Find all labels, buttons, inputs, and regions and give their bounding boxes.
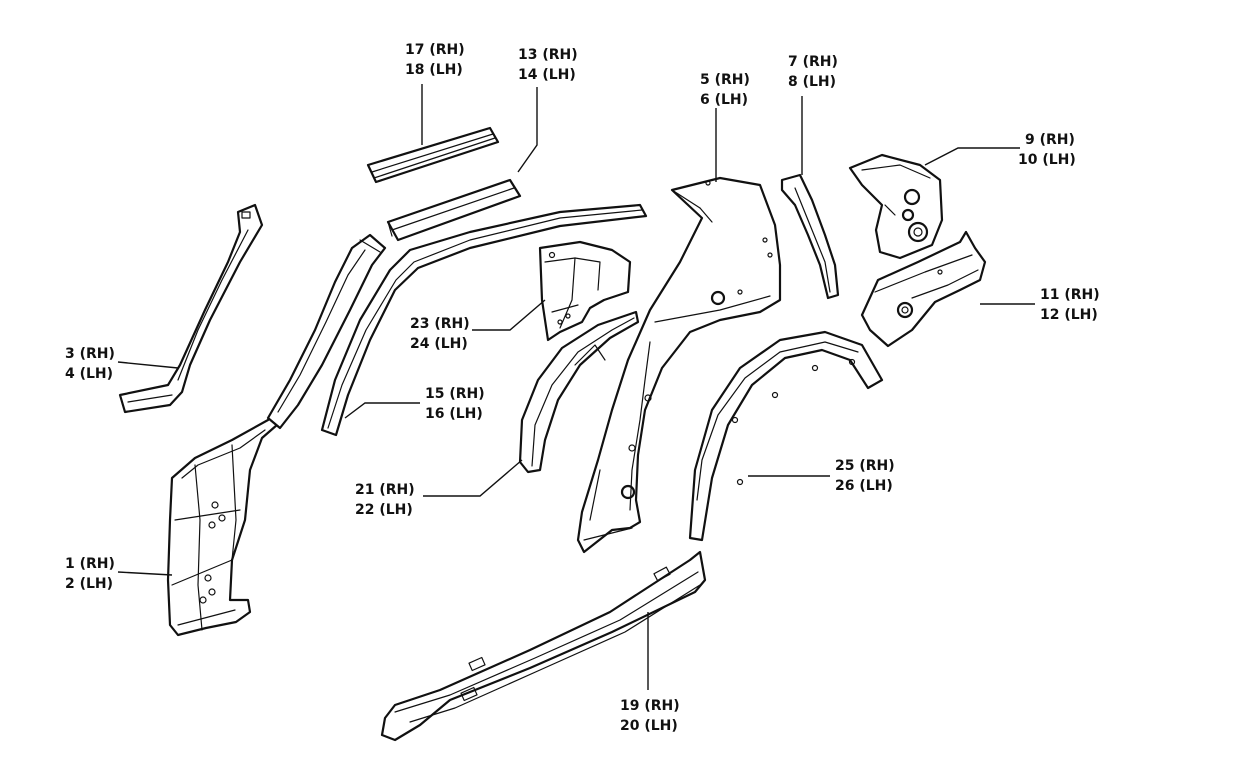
part-wheel-arch-inner (518, 310, 640, 474)
part-rear-panel-bracket (848, 153, 944, 260)
part-side-sill (380, 550, 707, 742)
callout-4-lh: 4 (LH) (65, 366, 113, 382)
callout-17-rh: 17 (RH) (405, 42, 465, 58)
callout-25-26: 25 (RH) 26 (LH) (835, 458, 895, 494)
callout-6-lh: 6 (LH) (700, 92, 748, 108)
callout-18-lh: 18 (LH) (405, 62, 463, 78)
part-rear-pillar-narrow (780, 173, 840, 300)
callout-5-6: 5 (RH) 6 (LH) (700, 72, 750, 108)
callout-12-lh: 12 (LH) (1040, 307, 1098, 323)
part-roof-rail-upper (366, 126, 500, 184)
leader-23 (472, 299, 546, 331)
callout-15-rh: 15 (RH) (425, 386, 485, 402)
part-quarter-panel-outer (576, 176, 782, 554)
leader-3 (117, 361, 179, 369)
leader-15 (344, 402, 420, 419)
callout-7-8: 7 (RH) 8 (LH) (788, 54, 838, 90)
callout-25-rh: 25 (RH) (835, 458, 895, 474)
callout-13-rh: 13 (RH) (518, 47, 578, 63)
leader-1 (117, 571, 173, 576)
part-rear-roof-side-rail (320, 203, 648, 437)
leader-13 (517, 87, 538, 173)
callout-11-12: 11 (RH) 12 (LH) (1040, 287, 1100, 323)
part-windshield-pillar (118, 203, 264, 414)
callout-10-lh: 10 (LH) (1018, 152, 1076, 168)
callout-24-lh: 24 (LH) (410, 336, 468, 352)
leader-lines (117, 84, 1035, 690)
callout-22-lh: 22 (LH) (355, 502, 413, 518)
callout-9-rh: 9 (RH) (1025, 132, 1075, 148)
callout-21-22: 21 (RH) 22 (LH) (355, 482, 415, 518)
part-rear-floor-side-member (860, 230, 987, 348)
callout-7-rh: 7 (RH) (788, 54, 838, 70)
callout-16-lh: 16 (LH) (425, 406, 483, 422)
callout-9-10: 9 (RH) 10 (LH) (1018, 132, 1076, 168)
callout-11-rh: 11 (RH) (1040, 287, 1100, 303)
callout-2-lh: 2 (LH) (65, 576, 113, 592)
callout-17-18: 17 (RH) 18 (LH) (405, 42, 465, 78)
part-rear-pillar-bracket (538, 240, 632, 342)
callout-15-16: 15 (RH) 16 (LH) (425, 386, 485, 422)
callout-8-lh: 8 (LH) (788, 74, 836, 90)
part-front-pillar-lower (166, 403, 287, 637)
callout-1-2: 1 (RH) 2 (LH) (65, 556, 115, 592)
callout-21-rh: 21 (RH) (355, 482, 415, 498)
callout-3-rh: 3 (RH) (65, 346, 115, 362)
callout-3-4: 3 (RH) 4 (LH) (65, 346, 115, 382)
part-rear-wheel-arch-outer (688, 330, 884, 542)
callout-23-24: 23 (RH) 24 (LH) (410, 316, 470, 352)
leader-9 (924, 147, 1020, 166)
callout-19-rh: 19 (RH) (620, 698, 680, 714)
leader-21 (423, 459, 523, 497)
callout-19-20: 19 (RH) 20 (LH) (620, 698, 680, 734)
part-pillar-upper-strip (266, 233, 387, 430)
callout-20-lh: 20 (LH) (620, 718, 678, 734)
callout-26-lh: 26 (LH) (835, 478, 893, 494)
callout-1-rh: 1 (RH) (65, 556, 115, 572)
callout-13-14: 13 (RH) 14 (LH) (518, 47, 578, 83)
part-roof-rail-lower (386, 178, 522, 242)
callout-5-rh: 5 (RH) (700, 72, 750, 88)
callout-14-lh: 14 (LH) (518, 67, 576, 83)
callout-23-rh: 23 (RH) (410, 316, 470, 332)
